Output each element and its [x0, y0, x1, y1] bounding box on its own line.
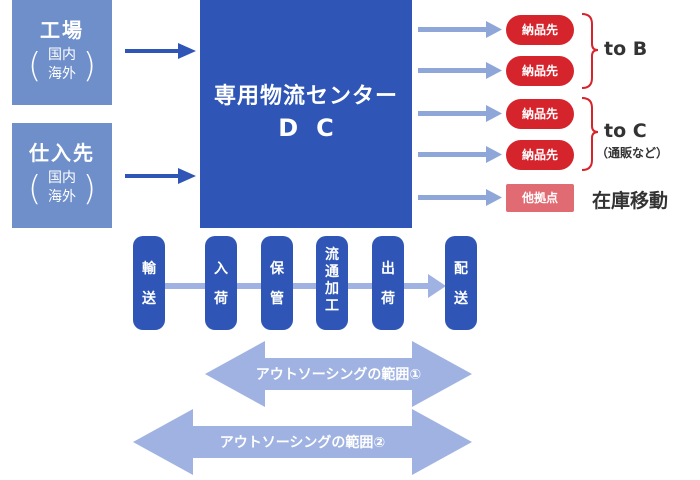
stage-transport: 輸送 — [133, 236, 165, 330]
outsourcing-range-1-arrow — [205, 341, 472, 407]
outsourcing-range-1-label: アウトソーシングの範囲① — [255, 367, 422, 383]
paren-right: ) — [82, 46, 96, 86]
source-factory-sub: 国内 海外 — [12, 46, 112, 84]
destination-pill-3: 納品先 — [506, 99, 574, 129]
arrow-dc-to-destination-1 — [418, 21, 502, 38]
arrow-supplier-to-dc — [125, 168, 196, 184]
paren-left: ( — [28, 46, 42, 86]
destination-pill-1: 納品先 — [506, 15, 574, 45]
bracket-to-b — [581, 13, 599, 89]
to-c-note: （通販など） — [596, 146, 669, 160]
paren-right: ) — [82, 169, 96, 209]
stage-delivery: 配送 — [445, 236, 477, 330]
source-factory-title: 工場 — [40, 18, 84, 42]
stage-processing: 流通加工 — [316, 236, 348, 330]
stage-delivery-label: 配送 — [454, 261, 468, 307]
outsourcing-range-2-label: アウトソーシングの範囲② — [219, 435, 386, 451]
source-factory: 工場 ( 国内 海外 ) — [12, 0, 112, 105]
arrow-dc-to-destination-4 — [418, 146, 502, 163]
arrow-factory-to-dc — [125, 43, 196, 59]
to-c-label: to C — [604, 120, 647, 142]
stage-shipping: 出荷 — [372, 236, 404, 330]
to-b-label: to B — [604, 38, 648, 60]
source-supplier-sub-line-1: 国内 — [48, 170, 76, 186]
stage-shipping-label: 出荷 — [381, 261, 395, 307]
destination-pill-2: 納品先 — [506, 56, 574, 86]
source-supplier-sub-line-2: 海外 — [48, 189, 76, 205]
distribution-center-title: 専用物流センター — [213, 84, 398, 109]
source-supplier-title: 仕入先 — [29, 141, 95, 165]
stage-processing-label: 流通加工 — [325, 247, 339, 314]
source-factory-sub-line-2: 海外 — [48, 66, 76, 82]
paren-left: ( — [28, 169, 42, 209]
process-flow-arrow — [165, 274, 446, 298]
stage-receiving-label: 入荷 — [214, 261, 228, 307]
stock-move-label: 在庫移動 — [592, 190, 669, 212]
stage-transport-label: 輸送 — [142, 261, 156, 307]
stage-receiving: 入荷 — [205, 236, 237, 330]
stage-storage-label: 保管 — [270, 261, 284, 307]
arrow-dc-to-other-base — [418, 189, 502, 206]
distribution-center: 専用物流センター DC — [200, 0, 412, 228]
arrow-dc-to-destination-3 — [418, 105, 502, 122]
distribution-center-code: DC — [278, 114, 352, 142]
stage-storage: 保管 — [261, 236, 293, 330]
source-supplier: 仕入先 ( 国内 海外 ) — [12, 123, 112, 228]
other-base-badge: 他拠点 — [506, 184, 574, 212]
source-factory-sub-line-1: 国内 — [48, 47, 76, 63]
source-supplier-sub: 国内 海外 — [12, 169, 112, 207]
arrow-dc-to-destination-2 — [418, 62, 502, 79]
outsourcing-range-2-arrow — [133, 409, 472, 475]
bracket-to-c — [581, 97, 599, 171]
destination-pill-4: 納品先 — [506, 140, 574, 170]
